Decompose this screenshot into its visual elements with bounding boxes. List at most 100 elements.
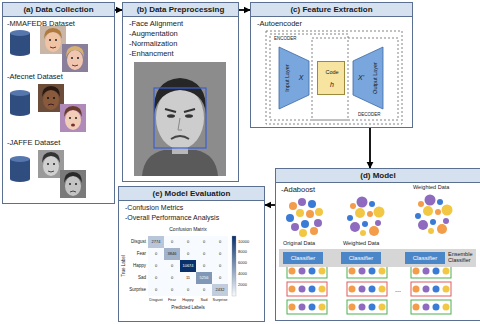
layer-shape: [353, 47, 383, 109]
flow-arrow: [265, 204, 275, 206]
matrix-cell: 0: [180, 284, 196, 296]
matrix-cell: 0: [148, 248, 164, 260]
classifier-label: Classifier: [413, 255, 438, 262]
data-label: Original Data: [283, 240, 315, 246]
stage-panel: (a) Data Collection -MMAFEDB Dataset -Afec…: [2, 2, 115, 204]
layer-name: Code: [325, 69, 338, 75]
flow-arrow: [115, 9, 122, 11]
layer-shape: [279, 47, 309, 109]
list-item: -JAFFE Dataset: [7, 139, 60, 148]
input-layer: Input Layer X: [279, 47, 309, 109]
matrix-cell: 10674: [180, 260, 196, 272]
tick-label: 6000: [238, 261, 247, 266]
row-label: Surprise: [129, 287, 146, 292]
ensemble-label: Ensemble Classifier: [448, 252, 476, 264]
matrix-cell: 0: [196, 236, 212, 248]
list-item: -Afecnet Dataset: [7, 73, 63, 82]
tick-label: 2000: [238, 283, 247, 288]
column-label: Disgust: [149, 298, 162, 303]
stage-panel: (c) Feature Extraction -AutoencoderInput …: [250, 2, 413, 128]
tick-label: 8000: [238, 250, 247, 255]
colorbar: [232, 236, 236, 296]
autoencoder-frames: [266, 31, 402, 124]
list-item: -MMAFEDB Dataset: [7, 20, 75, 29]
axis-title: Predicted Labels: [171, 305, 205, 310]
matrix-cell: 0: [212, 260, 228, 272]
panel-title: (a) Data Collection: [3, 3, 114, 17]
layer-symbol: h: [330, 81, 334, 89]
layer-group-label: DECODER: [358, 112, 381, 117]
layer-outline: [353, 47, 383, 109]
panel-title: (e) Model Evaluation: [119, 187, 264, 201]
column-label: Sad: [200, 298, 207, 303]
matrix-cell: 0: [148, 284, 164, 296]
row-label: Happy: [133, 263, 146, 268]
matrix-cell: 3846: [164, 248, 180, 260]
matrix-cell: 0: [212, 272, 228, 284]
ensemble-band: Ensemble Classifier Classifier Classifier C…: [279, 249, 476, 267]
classifier-box: Classifier: [341, 252, 381, 264]
panel-title: (c) Feature Extraction: [251, 3, 412, 17]
stage-panel: (b) Data Preprocessing -Face Alignment-Au…: [122, 2, 239, 182]
face-photo: [134, 62, 226, 176]
sample-grids: [287, 264, 451, 314]
classifier-label: Classifier: [349, 255, 374, 262]
layer-outline: [279, 47, 309, 109]
list-item: -Face Alignment: [129, 20, 183, 29]
list-item: -Autoencoder: [257, 20, 302, 29]
matrix-cell: 11: [180, 272, 196, 284]
layer-name: Input Layer: [284, 64, 290, 92]
flow-arrow: [369, 128, 371, 168]
tick-label: 10000: [238, 239, 249, 244]
matrix-cell: 0: [164, 260, 180, 272]
flow-arrow: [239, 9, 250, 11]
list-item: -Enhancment: [129, 50, 174, 59]
ellipsis: ...: [395, 286, 401, 294]
column-label: Fear: [168, 298, 176, 303]
list-item: -Overall Performance Analysis: [125, 214, 219, 222]
list-item: -Normalization: [129, 40, 177, 49]
matrix-cell: 2432: [212, 284, 228, 296]
matrix-cell: 2774: [148, 236, 164, 248]
column-label: Happy: [182, 298, 194, 303]
matrix-cell: 0: [180, 236, 196, 248]
tick-label: 4000: [238, 272, 247, 277]
layer-name: Output Layer: [372, 62, 378, 94]
row-label: Fear: [137, 251, 146, 256]
data-label: Weighted Data: [343, 240, 379, 246]
panel-title: (d) Model: [276, 169, 480, 183]
matrix-cell: 0: [212, 248, 228, 260]
matrix-cell: 0: [196, 260, 212, 272]
matrix-cell: 5256: [196, 272, 212, 284]
column-label: Surprise: [213, 298, 228, 303]
data-label: Weighted Data: [413, 184, 449, 190]
matrix-cell: 0: [148, 272, 164, 284]
matrix-cell: 0: [180, 248, 196, 260]
layer-group-label: ENCODER: [274, 36, 297, 41]
output-layer: X' Output Layer: [353, 47, 383, 109]
database-icons: [10, 30, 30, 182]
axis-title: True Label: [121, 255, 126, 276]
matrix-cell: 0: [148, 260, 164, 272]
list-item: -Confusion Metrics: [125, 204, 183, 212]
matrix-cell: 0: [212, 236, 228, 248]
row-label: Sad: [138, 275, 146, 280]
classifier-box: Classifier: [283, 252, 323, 264]
layer-symbol: X: [299, 74, 304, 82]
classifier-label: Classifier: [291, 255, 316, 262]
list-item: -Adaboost: [281, 186, 315, 195]
face-thumbnails: [38, 26, 88, 198]
panel-title: (b) Data Preprocessing: [123, 3, 238, 17]
data-clusters: [286, 195, 453, 238]
matrix-cell: 0: [164, 284, 180, 296]
code-layer: Code h: [317, 61, 345, 95]
layer-symbol: X': [358, 74, 364, 82]
list-item: -Augmentation: [129, 30, 178, 39]
chart-title: Confusion Matrix: [169, 227, 207, 233]
matrix-cell: 0: [196, 248, 212, 260]
classifier-box: Classifier: [405, 252, 445, 264]
row-label: Disgust: [131, 239, 146, 244]
matrix-cell: 0: [196, 284, 212, 296]
matrix-cell: 0: [164, 272, 180, 284]
matrix-cell: 0: [164, 236, 180, 248]
